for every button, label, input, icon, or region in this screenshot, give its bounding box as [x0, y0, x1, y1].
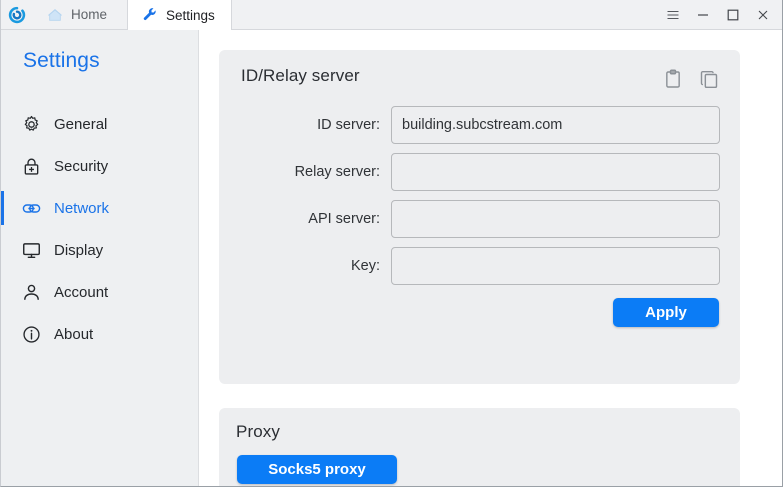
- socks5-proxy-button[interactable]: Socks5 proxy: [237, 455, 397, 484]
- form-row-key: Key:: [237, 247, 720, 285]
- sidebar-item-label: Display: [54, 241, 104, 259]
- sidebar-item-security[interactable]: Security: [1, 145, 198, 187]
- key-input[interactable]: [391, 247, 720, 285]
- close-button[interactable]: [748, 0, 778, 29]
- sidebar-item-general[interactable]: General: [1, 103, 198, 145]
- form-actions: Apply: [237, 298, 720, 327]
- app-logo: [1, 0, 33, 29]
- sidebar-item-label: About: [54, 325, 94, 343]
- copy-icon: [700, 70, 718, 89]
- relay-server-label: Relay server:: [294, 164, 380, 180]
- form-row-relay-server: Relay server:: [237, 153, 720, 191]
- id-relay-server-card: ID/Relay server: [219, 50, 740, 384]
- title-bar: Home Settings: [1, 0, 782, 30]
- apply-button[interactable]: Apply: [613, 298, 719, 327]
- settings-content: ID/Relay server: [199, 30, 782, 486]
- app-logo-icon: [8, 6, 26, 23]
- sidebar-item-network[interactable]: Network: [1, 187, 198, 229]
- relay-server-input[interactable]: [391, 153, 720, 191]
- sidebar-item-display[interactable]: Display: [1, 229, 198, 271]
- server-form: ID server: Relay server: API server: Key…: [237, 106, 720, 327]
- card-title: ID/Relay server: [241, 66, 360, 85]
- tab-home[interactable]: Home: [33, 0, 127, 29]
- sidebar-item-label: Account: [54, 283, 109, 301]
- id-server-label: ID server:: [317, 117, 380, 133]
- hamburger-icon: [667, 10, 679, 19]
- tab-home-label: Home: [71, 7, 108, 22]
- paste-button[interactable]: [662, 68, 684, 90]
- sidebar-nav: General Security: [1, 103, 198, 355]
- sidebar-title: Settings: [23, 49, 100, 72]
- api-server-input[interactable]: [391, 200, 720, 238]
- person-icon: [22, 283, 41, 302]
- clipboard-icon: [666, 69, 680, 88]
- proxy-card: Proxy Socks5 proxy: [219, 408, 740, 486]
- info-icon: [22, 325, 41, 344]
- card-actions: [662, 66, 720, 90]
- sidebar-item-label: Network: [54, 199, 110, 217]
- link-icon: [22, 199, 41, 218]
- gear-icon: [22, 115, 41, 134]
- card-header: ID/Relay server: [237, 66, 720, 90]
- window-controls: [658, 0, 782, 29]
- key-label: Key:: [350, 258, 380, 274]
- copy-button[interactable]: [698, 68, 720, 90]
- tab-settings-label: Settings: [166, 7, 215, 23]
- tab-settings[interactable]: Settings: [127, 0, 232, 30]
- proxy-card-title: Proxy: [236, 422, 280, 441]
- close-icon: [758, 10, 768, 19]
- menu-button[interactable]: [658, 0, 688, 29]
- home-icon: [48, 8, 62, 21]
- form-row-id-server: ID server:: [237, 106, 720, 144]
- maximize-button[interactable]: [718, 0, 748, 29]
- minimize-icon: [698, 13, 708, 16]
- maximize-icon: [727, 9, 739, 20]
- minimize-button[interactable]: [688, 0, 718, 29]
- body: Settings General: [1, 30, 782, 486]
- sidebar-item-account[interactable]: Account: [1, 271, 198, 313]
- sidebar: Settings General: [1, 30, 199, 486]
- sidebar-item-about[interactable]: About: [1, 313, 198, 355]
- lock-icon: [22, 157, 41, 176]
- sidebar-item-label: Security: [54, 157, 109, 175]
- sidebar-item-label: General: [54, 115, 108, 133]
- form-row-api-server: API server:: [237, 200, 720, 238]
- wrench-icon: [143, 8, 156, 21]
- id-server-input[interactable]: [391, 106, 720, 144]
- api-server-label: API server:: [308, 211, 380, 227]
- monitor-icon: [22, 241, 41, 260]
